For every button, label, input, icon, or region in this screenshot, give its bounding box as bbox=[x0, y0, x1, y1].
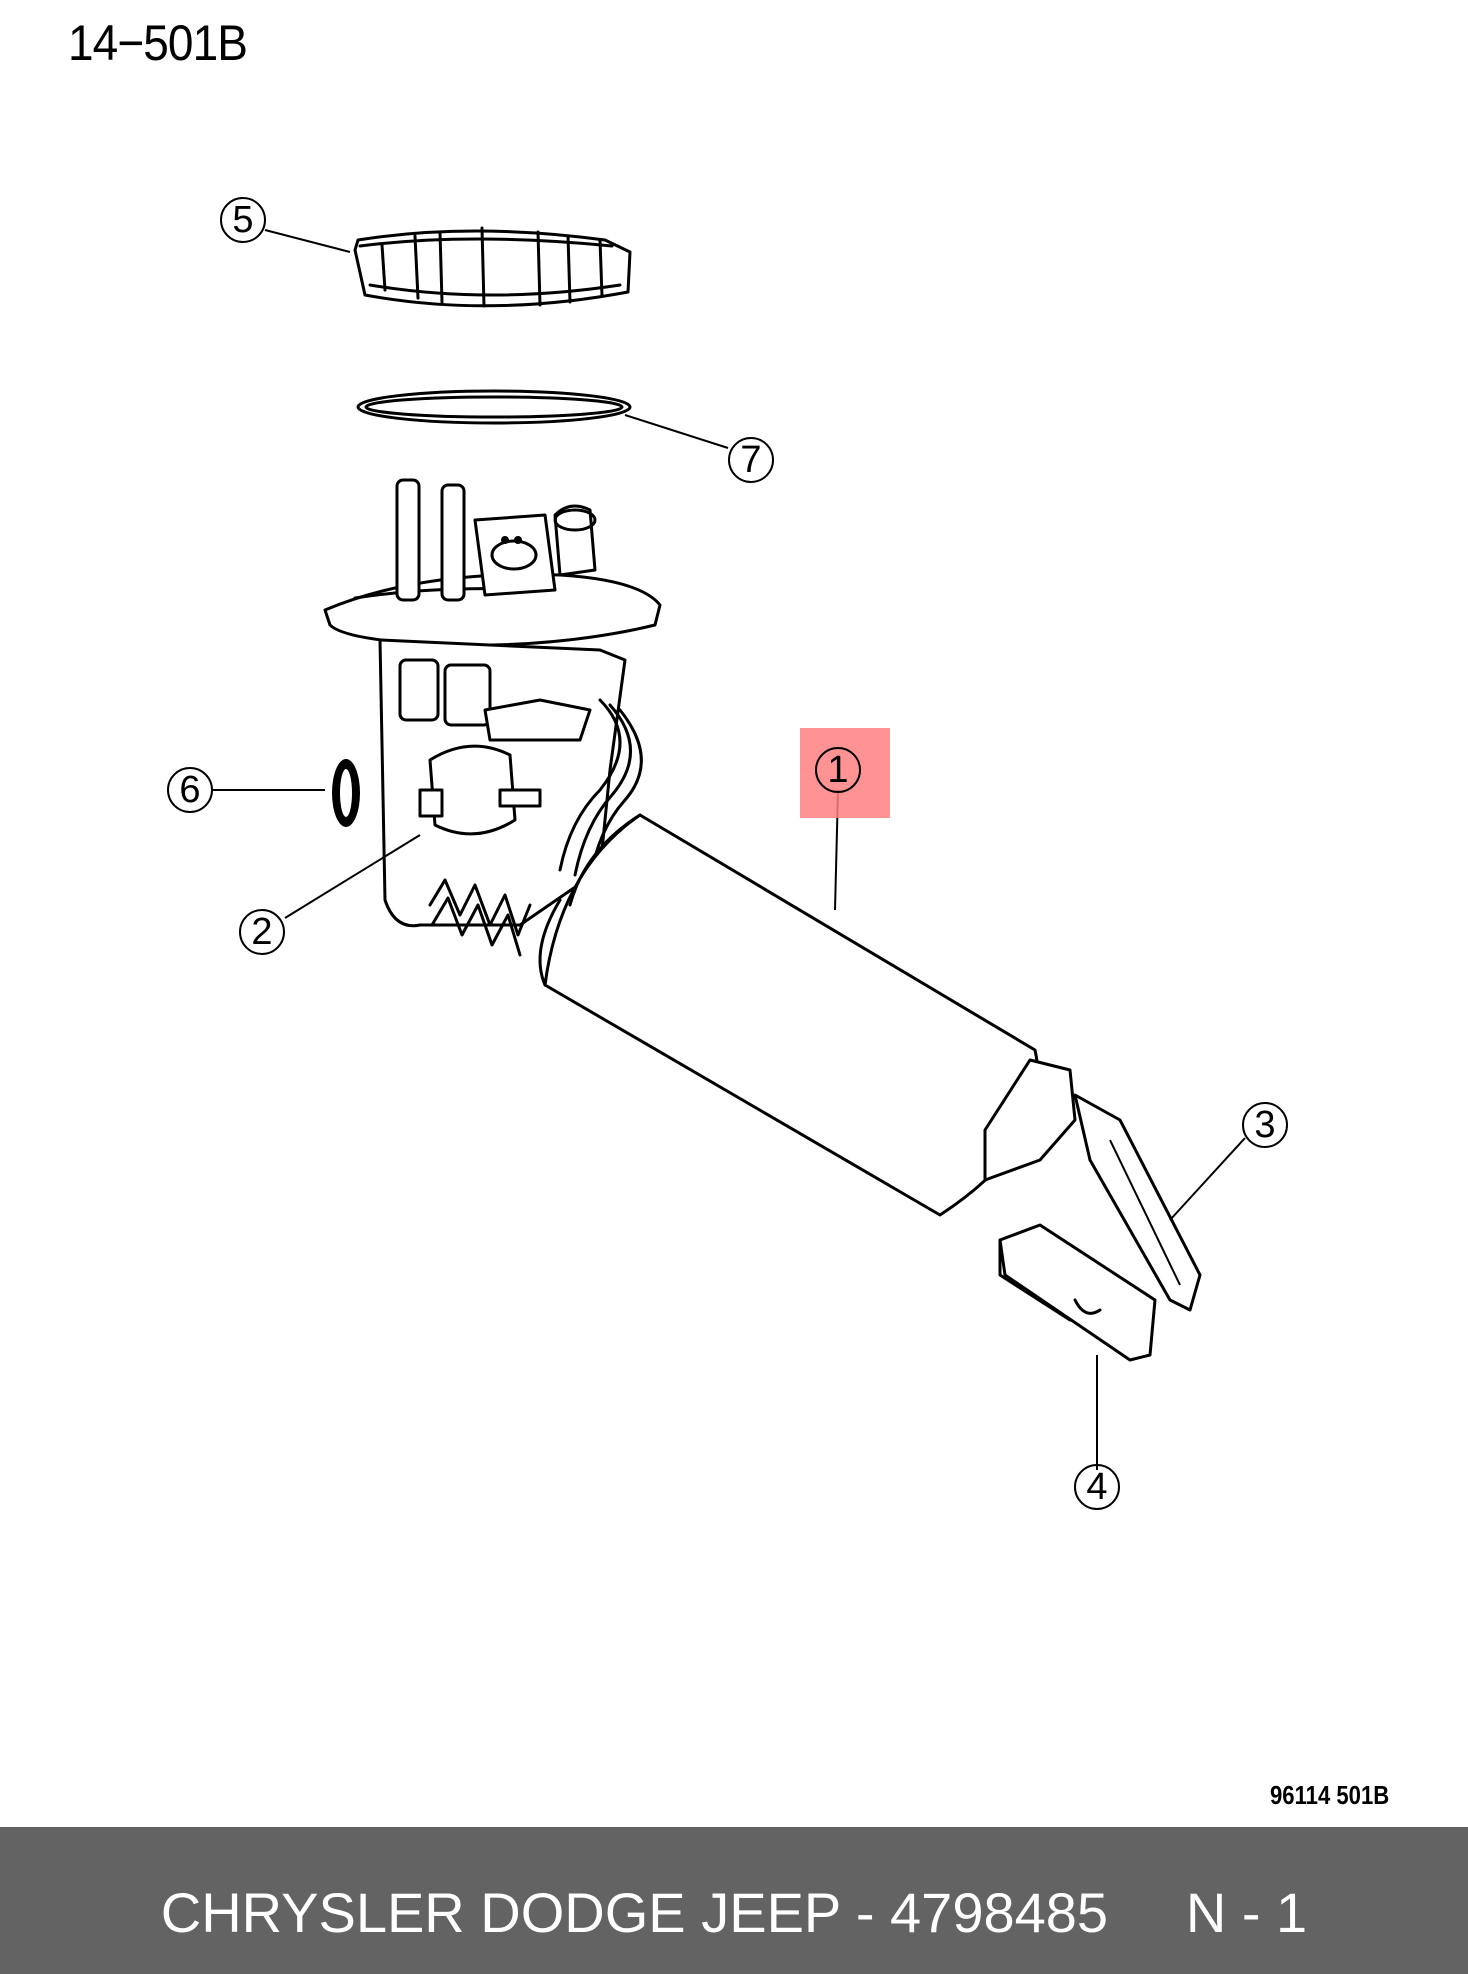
seal-ring-part-7 bbox=[356, 389, 632, 425]
callout-label: 1 bbox=[827, 749, 848, 791]
diagram-title: 14−501B bbox=[68, 15, 248, 71]
callout-label: 3 bbox=[1254, 1104, 1275, 1146]
callout-label: 6 bbox=[179, 769, 200, 811]
callout-2: 2 bbox=[239, 909, 285, 955]
callout-1-highlight bbox=[800, 728, 890, 818]
callout-7: 7 bbox=[728, 437, 774, 483]
reference-code: 96114 501B bbox=[1270, 1780, 1390, 1810]
callout-4: 4 bbox=[1074, 1464, 1120, 1510]
fuel-pump-module-body bbox=[323, 478, 662, 957]
lock-ring-part-5 bbox=[353, 226, 632, 308]
callout-label: 2 bbox=[251, 911, 272, 953]
footer-part-label: CHRYSLER DODGE JEEP - 4798485 N - 1 bbox=[160, 1881, 1308, 1944]
callout-1: 1 bbox=[815, 747, 861, 793]
fuel-pump-part-1 bbox=[538, 813, 1040, 1217]
footer-bar bbox=[0, 1827, 1468, 1974]
o-ring-part-6 bbox=[332, 759, 360, 827]
callout-5: 5 bbox=[220, 197, 266, 243]
callout-3: 3 bbox=[1242, 1102, 1288, 1148]
callout-label: 4 bbox=[1086, 1466, 1107, 1508]
callout-label: 5 bbox=[232, 199, 253, 241]
level-sensor-part-3 bbox=[983, 1058, 1202, 1312]
callout-6: 6 bbox=[167, 767, 213, 813]
connector-part-4 bbox=[998, 1223, 1157, 1362]
callout-label: 7 bbox=[740, 439, 761, 481]
